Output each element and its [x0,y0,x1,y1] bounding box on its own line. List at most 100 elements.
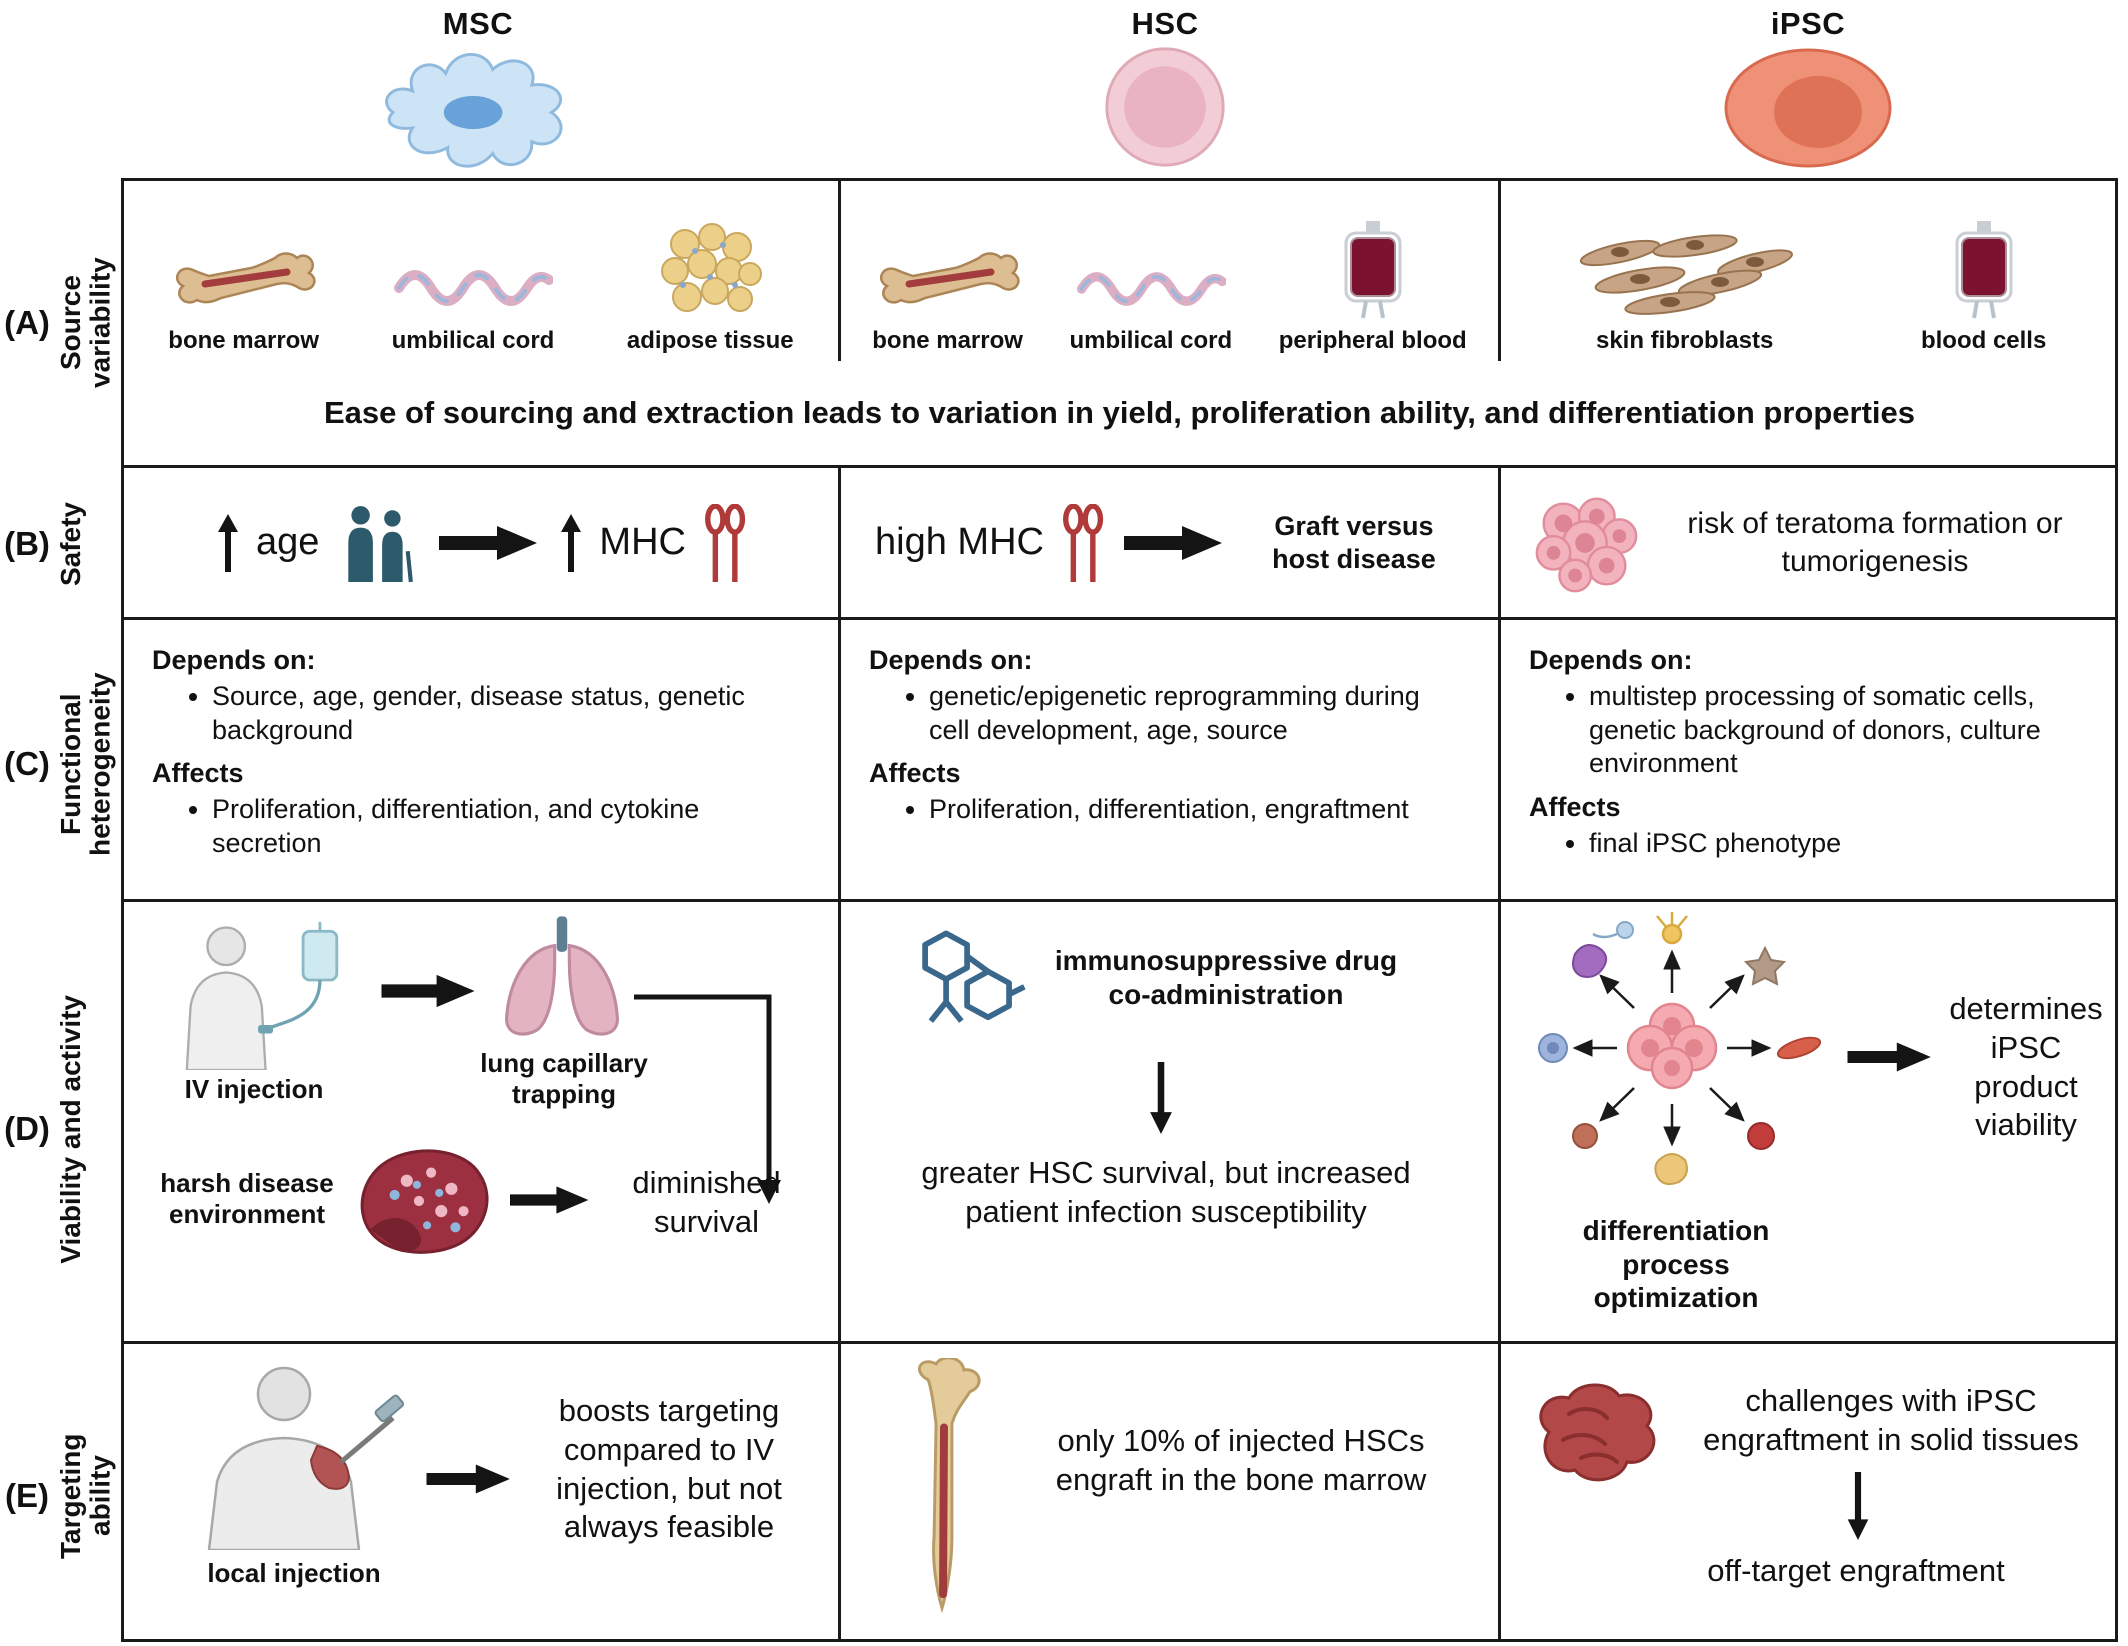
adipose-tissue-icon [661,223,763,312]
bone-marrow-icon [175,252,316,304]
skin-fibroblasts-icon [1579,234,1793,315]
elderly-couple-icon [348,505,414,582]
affects-item: Proliferation, differentiation, engraftm… [929,793,1480,827]
row-source-variability: bone marrow umbilical cord [124,181,2115,465]
row-letter-b: (B) [4,525,50,562]
source-label: skin fibroblasts [1595,327,1774,354]
mhc-receptor-icon [1063,503,1104,582]
row-label-d: (D) Viability and activity [0,908,118,1350]
row-title-targeting-ability: Targeting ability [55,1433,116,1559]
cell-d-hsc: immunosuppressive drug co-administration… [838,902,1498,1341]
cell-e-hsc: only 10% of injected HSCs engraft in the… [838,1344,1498,1639]
column-header-msc: MSC [370,6,586,176]
right-arrow-icon [1123,525,1222,560]
row-label-e: (E) Targeting ability [0,1353,118,1639]
affects-list: final iPSC phenotype [1589,827,2097,861]
source-umbilical-cord-msc: umbilical cord [391,257,555,355]
row-label-a: (A) Source variability [0,181,118,465]
local-injection-label: local injection [207,1558,381,1588]
depends-item: multistep processing of somatic cells, g… [1589,680,2097,781]
right-arrow-icon [426,1464,510,1494]
femur-bone-icon [918,1358,981,1614]
row-safety: age MHC [124,465,2115,617]
affects-heading: Affects [869,758,961,789]
ipsc-label: iPSC [1770,6,1846,41]
cell-b-msc: age MHC [124,468,838,617]
depends-item: Source, age, gender, disease status, gen… [212,680,820,748]
cell-b-ipsc: risk of teratoma formation or tumorigene… [1498,468,2115,617]
depends-item: genetic/epigenetic reprogramming during … [929,680,1480,748]
umbilical-cord-icon [393,270,553,306]
cell-a-hsc: bone marrow umbilical cord [838,181,1498,361]
elbow-arrow-icon [634,994,781,1204]
gvhd-label: Graft versus host disease [1272,511,1436,574]
right-arrow-icon [439,525,538,560]
cell-e-msc: local injection boosts targeting compare… [124,1344,838,1639]
boosts-targeting-text: boosts targeting compared to IV injectio… [556,1393,782,1545]
drug-molecule-icon [922,930,1026,1023]
source-label: bone marrow [168,327,319,354]
row-label-b: (B) Safety [0,468,118,620]
cell-c-hsc: Depends on: genetic/epigenetic reprogram… [838,620,1498,899]
source-label: umbilical cord [1069,327,1233,354]
down-arrow-icon [1847,1472,1869,1540]
lung-trapping-label: lung capillary trapping [480,1048,648,1110]
affects-item: Proliferation, differentiation, and cyto… [212,793,820,861]
affects-heading: Affects [152,758,244,789]
cell-e-ipsc: challenges with iPSC engraftment in soli… [1498,1344,2115,1639]
cell-a-msc: bone marrow umbilical cord [124,181,838,361]
source-bone-marrow-msc: bone marrow [168,244,319,355]
depends-list: multistep processing of somatic cells, g… [1589,680,2097,781]
mhc-receptor-icon [705,503,746,582]
affects-list: Proliferation, differentiation, engraftm… [929,793,1480,827]
tumor-cluster-icon [1535,497,1638,592]
iv-injection-label: IV injection [184,1074,324,1104]
solid-tissue-icon [1539,1383,1656,1482]
row-letter-e: (E) [5,1477,49,1514]
harsh-environment-label: harsh disease environment [160,1168,334,1230]
source-bone-marrow-hsc: bone marrow [872,244,1023,355]
source-label: umbilical cord [391,327,555,354]
hsc-engraftment-text: only 10% of injected HSCs engraft in the… [1055,1423,1427,1497]
row-letter-c: (C) [4,745,50,782]
row-a-spanning-area: Ease of sourcing and extraction leads to… [124,361,2115,465]
neuron-cell [1656,912,1688,945]
cell-d-msc: IV injection lung capillary trapping har… [124,902,838,1341]
depends-list: genetic/epigenetic reprogramming during … [929,680,1480,748]
local-injection-icon [207,1366,404,1550]
hsc-cell-icon [1105,47,1225,167]
cell-c-msc: Depends on: Source, age, gender, disease… [124,620,838,899]
source-umbilical-cord-hsc: umbilical cord [1069,259,1232,355]
source-label: peripheral blood [1278,327,1467,354]
hsc-label: HSC [1131,6,1199,41]
row-title-safety: Safety [55,501,86,587]
mhc-label: MHC [599,521,686,563]
high-mhc-label: high MHC [875,521,1044,563]
hsc-survival-text: greater HSC survival, but increased pati… [921,1155,1411,1229]
umbilical-cord-icon [1076,272,1226,306]
differentiation-radiating-icon [1538,912,1822,1185]
row-title-viability-activity: Viability and activity [55,994,86,1264]
comparison-table: bone marrow umbilical cord [121,178,2118,1642]
ipsc-cell-icon [1724,48,1892,168]
source-label: blood cells [1920,327,2047,354]
differentiation-process-label: differentiation process optimization [1582,1215,1770,1314]
row-letter-a: (A) [4,304,50,341]
source-variability-summary: Ease of sourcing and extraction leads to… [323,394,1916,430]
harsh-tissue-icon [360,1149,489,1254]
affects-heading: Affects [1529,792,1621,822]
off-target-text: off-target engraftment [1707,1553,2005,1588]
affects-list: Proliferation, differentiation, and cyto… [212,793,820,861]
source-peripheral-blood: peripheral blood [1279,219,1467,355]
immunosuppressive-label: immunosuppressive drug co-administration [1054,945,1398,1010]
source-blood-cells: blood cells [1921,219,2046,355]
right-arrow-icon [510,1186,589,1214]
lungs-icon [504,916,620,1036]
source-label: adipose tissue [626,327,794,354]
row-title-functional-heterogeneity: Functional heterogeneity [55,672,116,856]
cell-a-ipsc: skin fibroblasts blood cells [1498,181,2115,361]
cell-c-ipsc: Depends on: multistep processing of soma… [1498,620,2115,899]
cell-d-ipsc: determines iPSC product viability differ… [1498,902,2115,1341]
row-letter-d: (D) [4,1110,50,1147]
